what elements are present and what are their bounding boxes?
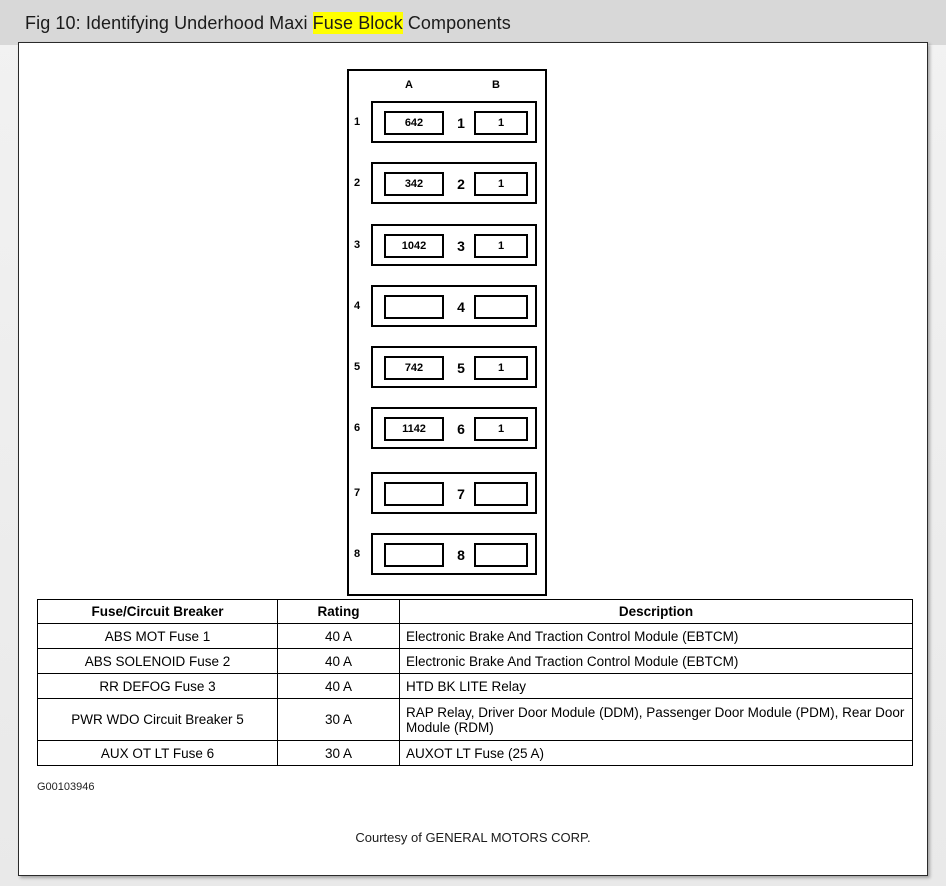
fuse-slot-b[interactable] [474,543,528,567]
cell-rating: 30 A [277,740,400,766]
diagram-column-header-b: B [492,79,500,91]
fuse-slot-label: 8 [457,547,465,563]
diagram-row: 642 1 1 [371,101,537,143]
fuse-slot-a[interactable]: 1042 [384,234,444,258]
diagram-row: 742 5 1 [371,346,537,388]
cell-fuse-name: PWR WDO Circuit Breaker 5 [37,698,278,741]
table-row: RR DEFOG Fuse 3 40 A HTD BK LITE Relay [37,673,913,699]
column-header-fuse-circuit-breaker: Fuse/Circuit Breaker [37,599,278,624]
cell-rating: 40 A [277,648,400,674]
diagram-row-number: 6 [353,422,361,434]
fuse-slot-label: 2 [457,176,465,192]
fuse-slot-a[interactable] [384,543,444,567]
fuse-slot-label: 4 [457,299,465,315]
table-row: AUX OT LT Fuse 6 30 A AUXOT LT Fuse (25 … [37,740,913,766]
table-header-row: Fuse/Circuit Breaker Rating Description [37,599,913,624]
cell-fuse-name: AUX OT LT Fuse 6 [37,740,278,766]
fuse-slot-a[interactable] [384,295,444,319]
column-header-rating: Rating [277,599,400,624]
fuse-block-case [347,69,547,596]
diagram-row: 1142 6 1 [371,407,537,449]
cell-rating: 30 A [277,698,400,741]
fuse-slot-b[interactable]: 1 [474,417,528,441]
diagram-row: 1042 3 1 [371,224,537,266]
document-page: A B 1 642 1 1 2 342 2 1 3 1042 3 1 [18,42,928,876]
fuse-slot-label: 3 [457,238,465,254]
figure-title-bar: Fig 10: Identifying Underhood Maxi Fuse … [0,0,946,45]
fuse-slot-a[interactable]: 642 [384,111,444,135]
diagram-row: 7 [371,472,537,514]
title-highlight: Fuse Block [312,12,403,34]
figure-id: G00103946 [37,781,95,793]
table-row: PWR WDO Circuit Breaker 5 30 A RAP Relay… [37,698,913,741]
diagram-row-number: 4 [353,300,361,312]
cell-rating: 40 A [277,623,400,649]
fuse-slot-b[interactable]: 1 [474,172,528,196]
fuse-circuit-breaker-table: Fuse/Circuit Breaker Rating Description … [37,599,913,766]
fuse-slot-a[interactable] [384,482,444,506]
fuse-slot-a[interactable]: 742 [384,356,444,380]
diagram-row-number: 1 [353,116,361,128]
fuse-slot-b[interactable] [474,295,528,319]
courtesy-notice: Courtesy of GENERAL MOTORS CORP. [355,830,591,845]
cell-fuse-name: ABS MOT Fuse 1 [37,623,278,649]
title-suffix: Components [402,13,511,33]
diagram-row-number: 8 [353,548,361,560]
cell-description: RAP Relay, Driver Door Module (DDM), Pas… [399,698,913,741]
fuse-slot-a[interactable]: 1142 [384,417,444,441]
diagram-column-header-a: A [405,79,413,91]
fuse-slot-b[interactable]: 1 [474,111,528,135]
cell-description: Electronic Brake And Traction Control Mo… [399,623,913,649]
fuse-slot-b[interactable]: 1 [474,234,528,258]
cell-description: AUXOT LT Fuse (25 A) [399,740,913,766]
diagram-row: 342 2 1 [371,162,537,204]
diagram-row-number: 3 [353,239,361,251]
diagram-row: 8 [371,533,537,575]
fuse-slot-a[interactable]: 342 [384,172,444,196]
cell-fuse-name: RR DEFOG Fuse 3 [37,673,278,699]
diagram-row-number: 2 [353,177,361,189]
fuse-slot-label: 1 [457,115,465,131]
page-title: Fig 10: Identifying Underhood Maxi Fuse … [25,12,511,34]
cell-description: HTD BK LITE Relay [399,673,913,699]
table-row: ABS MOT Fuse 1 40 A Electronic Brake And… [37,623,913,649]
diagram-row: 4 [371,285,537,327]
column-header-description: Description [399,599,913,624]
fuse-slot-b[interactable]: 1 [474,356,528,380]
cell-description: Electronic Brake And Traction Control Mo… [399,648,913,674]
cell-rating: 40 A [277,673,400,699]
fuse-slot-label: 7 [457,486,465,502]
fuse-slot-b[interactable] [474,482,528,506]
fuse-slot-label: 6 [457,421,465,437]
fuse-block-diagram: A B 1 642 1 1 2 342 2 1 3 1042 3 1 [329,69,547,596]
table-row: ABS SOLENOID Fuse 2 40 A Electronic Brak… [37,648,913,674]
diagram-row-number: 5 [353,361,361,373]
title-prefix: Fig 10: Identifying Underhood Maxi [25,13,313,33]
diagram-row-number: 7 [353,487,361,499]
cell-fuse-name: ABS SOLENOID Fuse 2 [37,648,278,674]
fuse-slot-label: 5 [457,360,465,376]
